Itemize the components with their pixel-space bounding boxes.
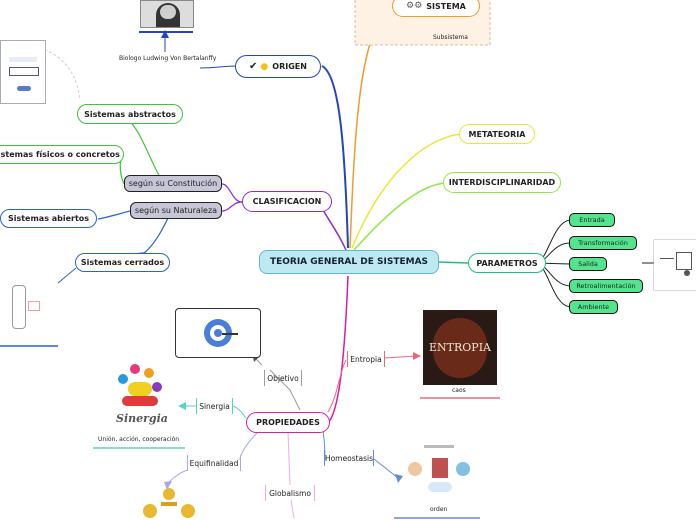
link-parametros [437, 261, 469, 264]
check-icon: ✔ [249, 61, 258, 72]
param-salida[interactable]: Salida [569, 257, 607, 271]
sinergia-logo: Sinergia [108, 362, 174, 432]
sinergia-caption: Unión, acción, cooperación [98, 436, 180, 443]
parametros-diagram-image [654, 240, 696, 290]
link-origen [321, 65, 349, 249]
orden-caption: orden [430, 506, 448, 513]
objetivo-node[interactable]: Objetivo [264, 370, 302, 386]
sistemas-fisicos-node[interactable]: Sistemas físicos o concretos [0, 145, 124, 164]
sistemas-abiertos-node[interactable]: Sistemas abiertos [0, 209, 97, 228]
caos-caption: caos [452, 387, 466, 394]
clasificacion-node[interactable]: CLASIFICACION [242, 191, 332, 212]
param-transformacion[interactable]: Transformación [569, 236, 637, 250]
central-topic[interactable]: TEORIA GENERAL DE SISTEMAS [259, 250, 439, 274]
abstract-system-thumbnail [0, 40, 46, 104]
lightbulb-icon: ● [260, 61, 269, 72]
sistemas-abstractos-node[interactable]: Sistemas abstractos [77, 104, 183, 124]
link-origen-caption [199, 65, 237, 69]
link-inter [353, 182, 446, 251]
segun-naturaleza-node[interactable]: según su Naturaleza [130, 202, 222, 219]
link-metateoria [351, 133, 461, 249]
globalismo-node[interactable]: Globalismo [265, 485, 315, 501]
param-retroalimentacion[interactable]: Retroalimentación [569, 279, 643, 293]
metateoria-node[interactable]: METATEORIA [459, 124, 535, 144]
subsistema-label: Subsistema [433, 34, 468, 41]
param-entrada[interactable]: Entrada [569, 213, 615, 227]
homeostasis-node[interactable]: Homeostasis [324, 450, 374, 466]
equifinalidad-image [135, 488, 207, 520]
segun-constitucion-node[interactable]: según su Constitución [124, 175, 222, 192]
param-ambiente[interactable]: Ambiente [569, 300, 618, 314]
interdisciplinaridad-node[interactable]: INTERDISCIPLINARIDAD [443, 172, 561, 193]
sinergia-node[interactable]: Sinergia [196, 398, 233, 414]
target-image [175, 308, 261, 358]
propiedades-node[interactable]: PROPIEDADES [246, 412, 330, 433]
homeostasis-image [404, 442, 476, 504]
entropia-image: ENTROPIA [423, 310, 497, 385]
sistema-node[interactable]: ⚙⚙ SISTEMA [392, 0, 480, 17]
bertalanffy-photo [140, 0, 194, 28]
gears-icon: ⚙⚙ [406, 1, 423, 11]
equifinalidad-node[interactable]: Equifinalidad [187, 455, 241, 471]
sistemas-cerrados-node[interactable]: Sistemas cerrados [75, 253, 170, 272]
closed-system-thumbnail [0, 275, 58, 341]
link-propiedades [327, 275, 349, 424]
parametros-node[interactable]: PARAMETROS [468, 253, 546, 273]
origen-caption: Biologo Ludwing Von Bertalanffy [119, 55, 217, 62]
origen-node[interactable]: ✔ ● ORIGEN [235, 55, 321, 78]
entropia-node[interactable]: Entropia [347, 351, 385, 367]
